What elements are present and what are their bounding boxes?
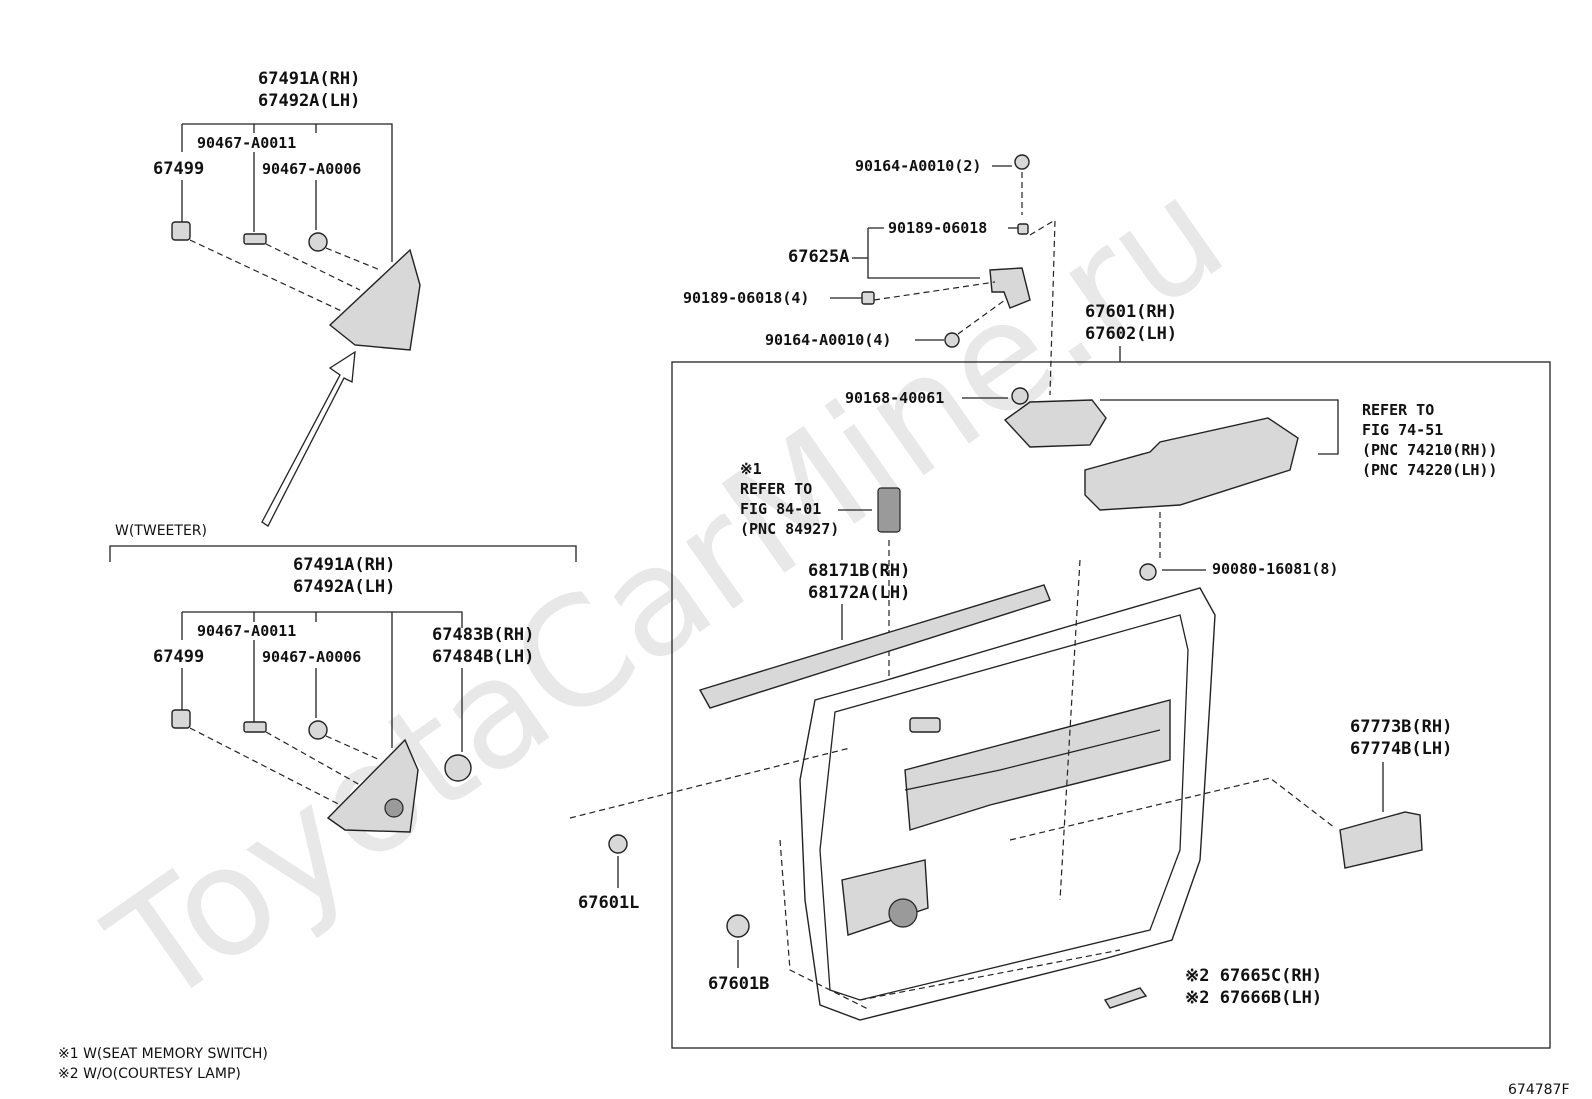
clip-a0011-icon [243,233,267,245]
moulding-rh-label: 68171B(RH) [808,561,910,581]
figure-code: 674787F [1508,1082,1570,1098]
nut-top-label: 90189-06018 [888,219,987,237]
tweeter-condition: W(TWEETER) [115,523,207,539]
clip-67601l-icon [608,834,628,854]
top-trim-group: 67491A(RH) 67492A(LH) 90467-A0011 67499 … [153,69,421,527]
memory-switch-icon [877,487,901,533]
switch-ref-line2: REFER TO [740,480,812,498]
top-part-a: 90467-A0011 [197,134,296,152]
screw-top-label: 90164-A0010(2) [855,157,981,175]
bracket-icon [989,267,1031,309]
switch-ref-line3: FIG 84-01 [740,500,821,518]
tweeter-part-c: 90467-A0006 [262,648,361,666]
nut-4-label: 90189-06018(4) [683,289,809,307]
footnote-1: ※1 W(SEAT MEMORY SWITCH) [58,1046,268,1062]
courtesy-lamp-icon [1103,987,1148,1009]
armrest-ref-line4: (PNC 74220(LH)) [1362,461,1497,479]
screw-4-icon [944,332,960,348]
tweeter-clip-67499-icon [171,709,191,729]
speaker-grille-icon [841,859,929,936]
armrest-ref-line1: REFER TO [1362,401,1434,419]
tweeter-title-rh: 67491A(RH) [293,555,395,575]
screw-8-label: 90080-16081(8) [1212,560,1338,578]
screw-8-icon [1139,563,1157,581]
panel-title-lh: 67602(LH) [1085,324,1177,344]
footnote-2: ※2 W/O(COURTESY LAMP) [58,1066,241,1082]
corner-trim-icon [328,248,421,351]
tweeter-part-b: 67499 [153,647,204,667]
lamp-lh-label: ※2 67666B(LH) [1185,988,1322,1008]
panel-title-rh: 67601(RH) [1085,302,1177,322]
top-part-c: 90467-A0006 [262,160,361,178]
tweeter-clip-a0011-icon [243,721,267,733]
clip-90168-label: 90168-40061 [845,389,944,407]
moulding-icon [698,584,1051,709]
armrest-ref-line2: FIG 74-51 [1362,421,1443,439]
door-panel-group: 67601(RH) 67602(LH) 90168-40061 REFER TO… [569,302,1551,1049]
switch-ref-line4: (PNC 84927) [740,520,839,538]
armrest-icon [1084,417,1299,511]
tweeter-speaker-icon [444,754,472,782]
top-title-lh: 67492A(LH) [258,91,360,111]
clip-67499-icon [171,221,191,241]
screw-top-icon [1014,154,1030,170]
nut-4-icon [861,291,875,305]
top-part-b: 67499 [153,159,204,179]
nut-top-icon [1017,223,1029,235]
clip-67601b-label: 67601B [708,974,769,994]
clip-90168-icon [1011,387,1029,405]
lamp-rh-label: ※2 67665C(RH) [1185,966,1322,986]
inner-handle-icon [909,717,941,733]
arrow-icon [261,350,356,527]
pocket-rh-label: 67773B(RH) [1350,717,1452,737]
tweeter-part-a: 90467-A0011 [197,622,296,640]
tweeter-clip-a0006-icon [308,720,328,740]
screw-4-label: 90164-A0010(4) [765,331,891,349]
clip-67601l-label: 67601L [578,893,639,913]
panel-frame [671,361,1551,1049]
top-title-rh: 67491A(RH) [258,69,360,89]
clip-a0006-icon [308,232,328,252]
bracket-group: 90164-A0010(2) 90189-06018 67625A 90189-… [683,154,1056,396]
moulding-lh-label: 68172A(LH) [808,583,910,603]
clip-67601b-icon [726,914,750,938]
tweeter-group: W(TWEETER) 67491A(RH) 67492A(LH) 90467-A… [109,523,577,833]
pocket-icon [1339,811,1423,869]
switch-ref-line1: ※1 [740,460,762,478]
pocket-lh-label: 67774B(LH) [1350,739,1452,759]
tweeter-speaker-rh: 67483B(RH) [432,625,534,645]
armrest-base-icon [904,699,1171,831]
tweeter-speaker-lh: 67484B(LH) [432,647,534,667]
bracket-label: 67625A [788,247,849,267]
tweeter-title-lh: 67492A(LH) [293,577,395,597]
handle-bezel-icon [1003,399,1107,448]
armrest-ref-line3: (PNC 74210(RH)) [1362,441,1497,459]
